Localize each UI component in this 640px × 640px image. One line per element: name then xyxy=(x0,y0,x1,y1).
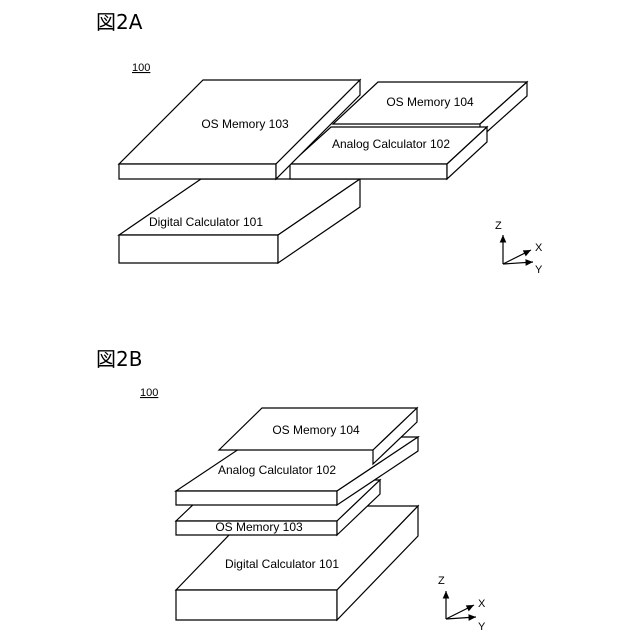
x-axis-label: X xyxy=(478,598,486,610)
z-axis-label: Z xyxy=(438,575,445,587)
axis-indicator: Z X Y xyxy=(438,575,486,633)
reference-number: 100 xyxy=(140,387,158,399)
layer-label: Analog Calculator 102 xyxy=(218,463,336,477)
figure-title: 図2A xyxy=(96,10,143,34)
layer-digital-calculator: Digital Calculator 101 xyxy=(119,179,360,263)
figure-title: 図2B xyxy=(96,347,142,371)
y-axis-label: Y xyxy=(478,621,486,633)
slab-front-face xyxy=(176,491,337,505)
y-axis-label: Y xyxy=(535,264,543,276)
layer-label: OS Memory 104 xyxy=(386,95,474,109)
slab-front-face xyxy=(119,164,276,179)
z-axis-label: Z xyxy=(495,220,502,232)
slab-front-face xyxy=(176,590,337,620)
layer-label: Digital Calculator 101 xyxy=(225,557,339,571)
figure-2a: 図2A 100 Digital Calculator 101 OS Memory… xyxy=(96,10,543,276)
reference-number: 100 xyxy=(132,62,150,74)
x-axis-label: X xyxy=(535,242,543,254)
layer-label: OS Memory 103 xyxy=(215,520,303,534)
layer-label: Analog Calculator 102 xyxy=(332,137,450,151)
layer-label: OS Memory 104 xyxy=(272,423,360,437)
layer-label: OS Memory 103 xyxy=(201,117,289,131)
figure-2b: 図2B 100 Digital Calculator 101 OS Memory… xyxy=(96,347,486,633)
axis-indicator: Z X Y xyxy=(495,220,543,276)
slab-front-face xyxy=(290,164,447,179)
layer-label: Digital Calculator 101 xyxy=(149,215,263,229)
slab-front-face xyxy=(119,235,278,263)
